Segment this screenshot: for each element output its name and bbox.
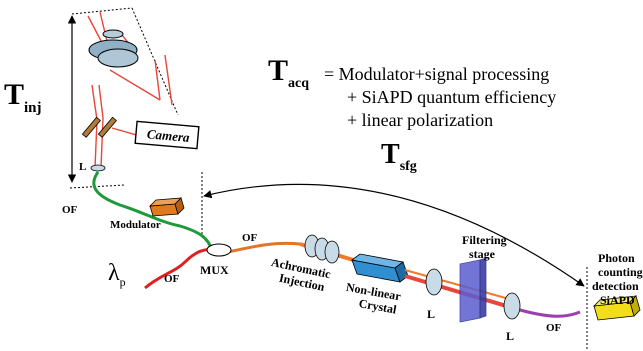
- beam-splitter-2: [97, 116, 117, 138]
- lens-microscope: [90, 164, 106, 172]
- filtering-label-1: Filtering: [462, 233, 507, 247]
- modulator-label: Modulator: [110, 219, 161, 231]
- of-label-1: OF: [62, 204, 78, 216]
- crystal-label-2: Crystal: [358, 296, 399, 317]
- detection-label-1: Photon: [598, 251, 635, 265]
- optical-fibers: [92, 171, 581, 318]
- filtering-label-2: stage: [469, 247, 496, 261]
- lens-label-2: L: [427, 307, 435, 321]
- t-acq-label: Tacq: [268, 54, 309, 91]
- detection-label-4: SiAPD: [600, 293, 635, 307]
- t-sfg-arrow: Tsfg: [201, 139, 588, 349]
- lens-2: [425, 268, 443, 296]
- nonlinear-crystal: Non-linear Crystal: [345, 253, 409, 317]
- fiber-purple: [519, 308, 581, 318]
- filtering-stage: Filtering stage: [459, 233, 507, 323]
- modulator: Modulator: [110, 197, 185, 231]
- t-acq-equation: Tacq = Modulator+signal processing + SiA…: [268, 54, 556, 130]
- of-label-2: OF: [242, 232, 258, 244]
- equation-line-1: = Modulator+signal processing: [324, 64, 549, 84]
- mux-label: MUX: [200, 263, 229, 277]
- camera-label: Camera: [146, 126, 190, 145]
- beam-splitter-1: [81, 116, 101, 138]
- mux-coupler: [206, 243, 232, 257]
- lens-3: [503, 292, 521, 320]
- siapd-detector: Photon counting detection SiAPD: [592, 251, 643, 321]
- detection-label-3: detection: [592, 279, 639, 293]
- lambda-p-label: λp: [108, 260, 126, 289]
- t-inj-label: Tinj: [4, 78, 42, 116]
- equation-line-2: + SiAPD quantum efficiency: [347, 87, 556, 107]
- detection-label-2: counting: [598, 265, 643, 279]
- t-inj-brace: Tinj: [4, 15, 77, 183]
- microscope-assembly: Camera L: [69, 7, 200, 189]
- camera-box: [134, 120, 200, 150]
- fiber-green: [92, 171, 214, 251]
- of-label-3: OF: [164, 273, 180, 285]
- fiber-orange: [227, 241, 301, 254]
- fiber-red: [144, 248, 215, 290]
- lens-label-microscope: L: [79, 161, 86, 173]
- equation-line-3: + linear polarization: [347, 110, 493, 130]
- t-sfg-label: Tsfg: [381, 139, 417, 174]
- of-label-4: OF: [546, 322, 562, 334]
- lens-label-3: L: [506, 329, 514, 343]
